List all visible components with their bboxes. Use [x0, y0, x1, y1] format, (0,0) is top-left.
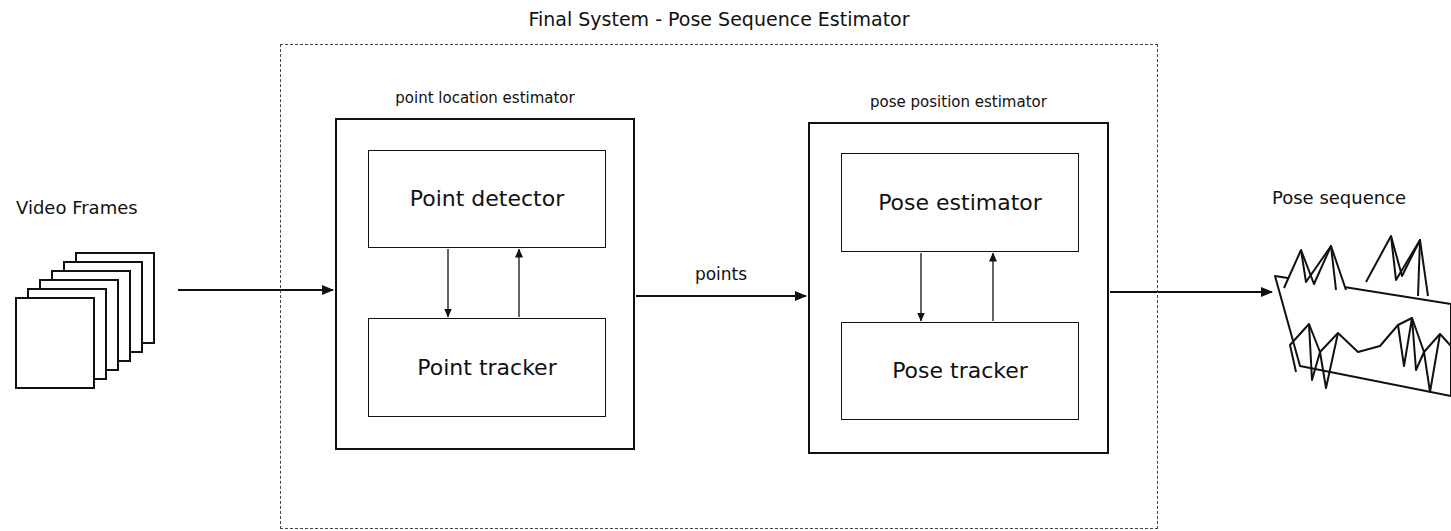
group-heading: pose position estimator	[810, 94, 1107, 111]
node-label: Video Frames	[12, 198, 164, 219]
flow-arrow	[518, 249, 519, 317]
flow-arrow	[1110, 291, 1272, 293]
box-label: Pose estimator	[878, 190, 1042, 215]
input-node: Video Frames	[12, 196, 164, 392]
system-boundary: Final System - Pose Sequence Estimatorpo…	[280, 44, 1158, 529]
pose-figure-detail	[1391, 236, 1420, 296]
process-box: Pose estimator	[841, 153, 1079, 252]
group-heading: Final System - Pose Sequence Estimator	[281, 9, 1157, 31]
box-label: Pose tracker	[892, 358, 1028, 383]
pose-figure-detail	[1301, 246, 1336, 290]
module-box: point location estimatorPoint detectorPo…	[335, 118, 635, 450]
flow-arrow	[920, 253, 921, 321]
pose-figure	[1290, 318, 1451, 372]
flow-arrow	[178, 289, 333, 291]
pose-figure	[1366, 236, 1428, 296]
output-node: Pose sequence	[1268, 186, 1451, 398]
flow-arrow	[992, 253, 993, 321]
box-label: Point tracker	[417, 355, 556, 380]
node-label: Pose sequence	[1268, 188, 1451, 209]
edge-label: points	[692, 264, 750, 284]
pose-figure-detail	[1398, 318, 1440, 392]
video-frames-stack	[16, 253, 154, 388]
process-box: Point detector	[368, 150, 606, 248]
video-frame	[16, 298, 94, 388]
pose-figure-detail	[1309, 324, 1338, 388]
flow-arrow	[447, 249, 448, 317]
process-box: Point tracker	[368, 318, 606, 417]
box-label: Point detector	[410, 186, 565, 211]
flow-arrow	[636, 295, 806, 297]
module-box: pose position estimatorPose estimatorPos…	[808, 122, 1109, 454]
pose-figure	[1284, 246, 1346, 290]
process-box: Pose tracker	[841, 322, 1079, 420]
pose-sequence-figure	[1275, 236, 1451, 396]
group-heading: point location estimator	[337, 90, 633, 107]
